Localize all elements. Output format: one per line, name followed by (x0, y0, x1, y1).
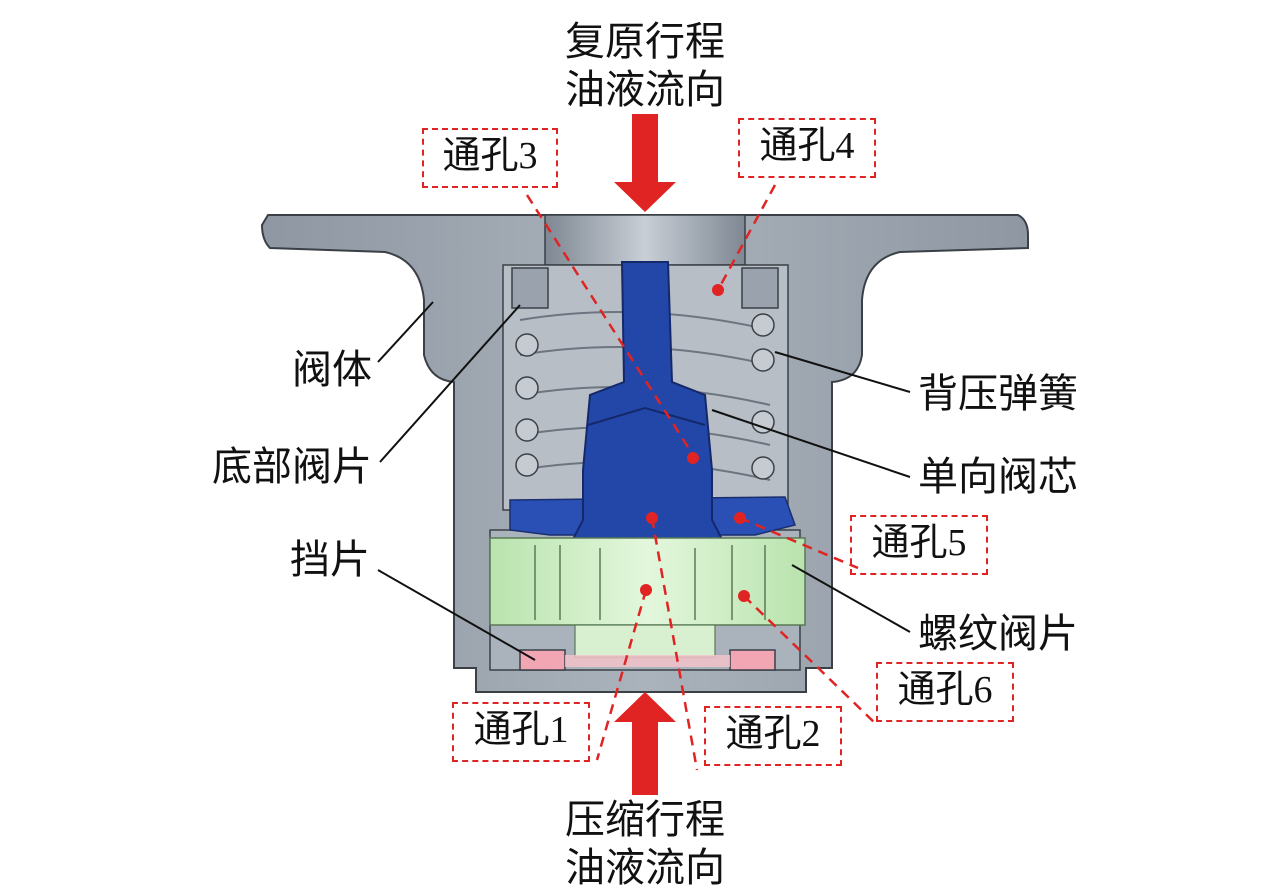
hole-4-label: 通孔4 (738, 118, 876, 178)
rebound-flow-line1: 复原行程 (565, 19, 725, 65)
hole-leaders (525, 184, 879, 771)
label-valve-body: 阀体 (292, 347, 372, 393)
compression-flow-arrow (614, 692, 676, 795)
label-stop-plate: 挡片 (290, 537, 370, 583)
hole-6-label: 通孔6 (876, 662, 1014, 722)
rebound-flow-line2: 油液流向 (565, 67, 725, 113)
rebound-flow-arrow (614, 114, 676, 212)
stop-plate-right (729, 649, 776, 671)
compression-flow-line1: 压缩行程 (565, 797, 725, 843)
compression-flow-line2: 油液流向 (565, 845, 725, 891)
label-back-pressure-spring: 背压弹簧 (918, 371, 1078, 417)
stop-plate-left (519, 649, 566, 671)
hole-points (640, 284, 750, 602)
hole-5-label: 通孔5 (850, 515, 988, 575)
label-thread-valve-disc: 螺纹阀片 (918, 611, 1078, 657)
label-check-valve-core: 单向阀芯 (918, 454, 1078, 500)
hole-3-label: 通孔3 (422, 128, 558, 188)
label-bottom-valve-disc: 底部阀片 (212, 444, 372, 490)
part-leaders (377, 301, 911, 661)
hole-2-label: 通孔2 (704, 706, 842, 766)
thread-valve-disc (489, 537, 806, 626)
hole-1-label: 通孔1 (452, 702, 590, 762)
compression-flow-label: 压缩行程 油液流向 (525, 796, 765, 892)
rebound-flow-label: 复原行程 油液流向 (525, 18, 765, 114)
